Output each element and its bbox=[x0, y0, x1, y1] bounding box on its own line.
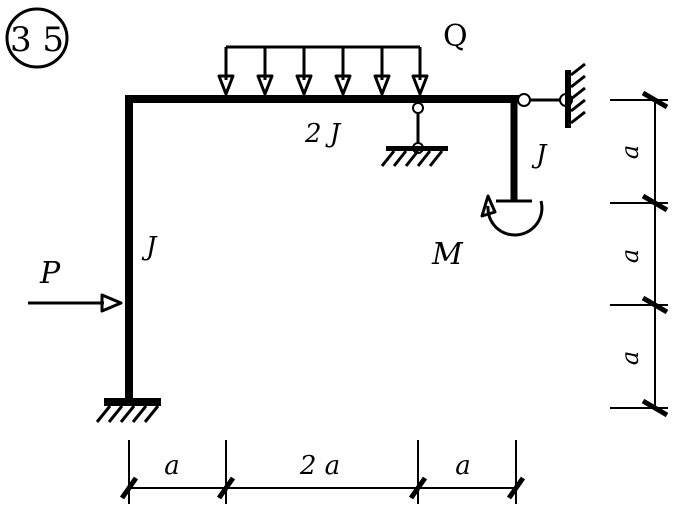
horizontal-dimension: a 2 a a bbox=[119, 440, 526, 504]
distributed-load-label: Q bbox=[443, 19, 468, 54]
vertical-dim-label: a bbox=[616, 249, 644, 263]
horizontal-dim-label: 2 a bbox=[299, 451, 340, 481]
point-load-label: P bbox=[39, 256, 61, 291]
horizontal-dim-label: a bbox=[455, 451, 471, 481]
wall-link-support bbox=[517, 62, 586, 128]
problem-number-badge: 3 5 bbox=[5, 7, 69, 69]
distributed-load: Q bbox=[217, 19, 468, 96]
beam-stiffness-label: 2 J bbox=[304, 119, 342, 149]
link-support bbox=[380, 102, 448, 167]
frame-members bbox=[125, 95, 520, 402]
horizontal-dim-label: a bbox=[164, 451, 180, 481]
vertical-dimension: a a a bbox=[610, 90, 669, 418]
load-arrow bbox=[373, 47, 391, 96]
load-arrow bbox=[295, 47, 313, 96]
moment-label: M bbox=[431, 237, 464, 272]
right-column-stiffness-label: J bbox=[531, 140, 548, 170]
problem-number: 3 5 bbox=[10, 20, 64, 60]
load-arrow bbox=[217, 47, 235, 96]
point-load: P bbox=[28, 256, 123, 313]
left-column-stiffness-label: J bbox=[141, 232, 158, 262]
load-arrow bbox=[411, 47, 429, 96]
fixed-support bbox=[95, 398, 161, 423]
vertical-dim-label: a bbox=[616, 351, 644, 365]
vertical-dim-label: a bbox=[616, 145, 644, 159]
load-arrow bbox=[334, 47, 352, 96]
moment-load: M bbox=[431, 194, 544, 272]
load-arrow bbox=[256, 47, 274, 96]
